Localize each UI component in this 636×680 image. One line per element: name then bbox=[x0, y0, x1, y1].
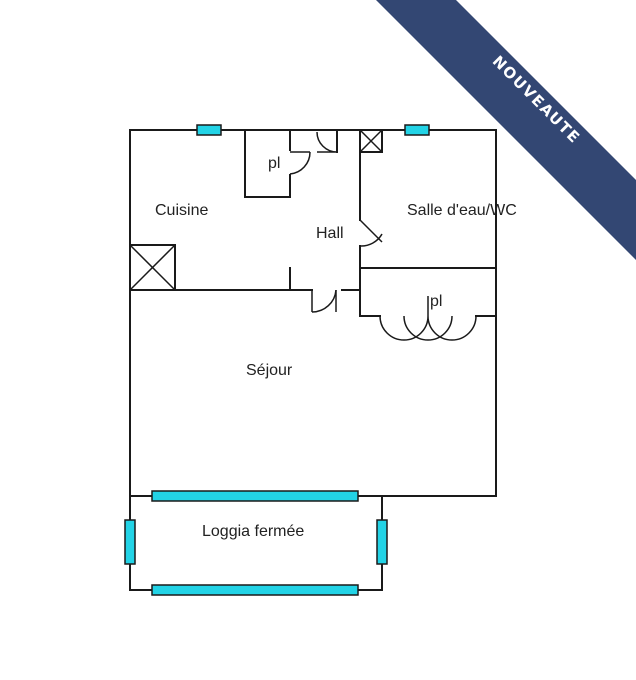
window-living bbox=[151, 490, 359, 502]
interior-walls bbox=[129, 129, 497, 317]
room-label-living: Séjour bbox=[246, 362, 293, 379]
outer-walls bbox=[129, 129, 497, 497]
windows bbox=[124, 124, 430, 596]
ventilation-shafts bbox=[129, 129, 383, 291]
window-loggia-left bbox=[124, 519, 136, 565]
room-label-loggia: Loggia fermée bbox=[202, 523, 304, 540]
room-label-hall: Hall bbox=[316, 225, 344, 242]
window-bathroom bbox=[404, 124, 430, 136]
window-loggia-bottom bbox=[151, 584, 359, 596]
room-label-kitchen: Cuisine bbox=[155, 202, 208, 219]
room-labels: Cuisine pl Hall Salle d'eau/WC pl Séjour… bbox=[155, 155, 517, 540]
room-label-bathroom: Salle d'eau/WC bbox=[407, 202, 517, 219]
window-kitchen bbox=[196, 124, 222, 136]
room-label-closet-living: pl bbox=[430, 293, 442, 310]
window-loggia-right bbox=[376, 519, 388, 565]
ribbon-band bbox=[376, 0, 636, 260]
loggia-walls bbox=[129, 495, 383, 591]
room-label-closet-kitchen: pl bbox=[268, 155, 280, 172]
doors bbox=[289, 131, 477, 341]
